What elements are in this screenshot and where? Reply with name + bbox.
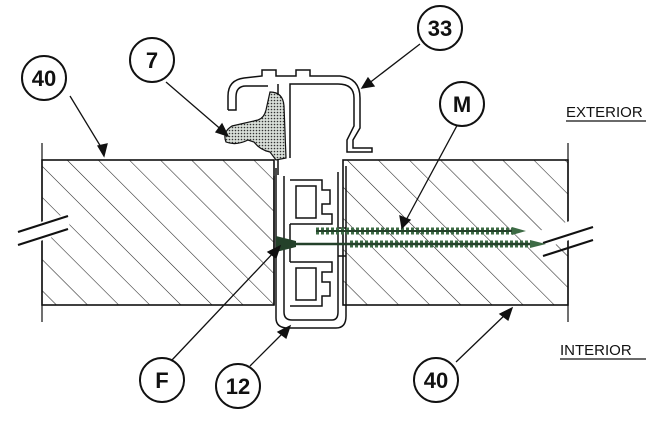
svg-text:40: 40 <box>424 368 448 393</box>
left-break-mark <box>12 213 72 249</box>
svg-text:12: 12 <box>226 374 250 399</box>
callout-f: F <box>139 357 185 403</box>
callout-m: M <box>439 81 485 127</box>
interior-label: INTERIOR <box>560 342 646 360</box>
exterior-label: EXTERIOR <box>566 104 646 122</box>
callout-40-right: 40 <box>413 357 459 403</box>
svg-text:INTERIOR: INTERIOR <box>560 342 632 359</box>
callout-12: 12 <box>215 363 261 409</box>
leader-lines <box>69 43 514 367</box>
svg-text:M: M <box>453 92 471 117</box>
svg-text:F: F <box>155 368 168 393</box>
callout-40-left: 40 <box>21 55 67 101</box>
right-break-mark <box>538 213 598 258</box>
callout-33: 33 <box>417 5 463 51</box>
screw-upper <box>316 227 526 235</box>
screw-lower <box>276 236 546 252</box>
svg-text:7: 7 <box>146 48 158 73</box>
gasket <box>224 91 287 161</box>
callout-7: 7 <box>129 37 175 83</box>
svg-text:EXTERIOR: EXTERIOR <box>566 104 643 121</box>
svg-text:40: 40 <box>32 66 56 91</box>
right-panel <box>342 143 598 322</box>
left-panel <box>12 143 275 322</box>
svg-text:33: 33 <box>428 16 452 41</box>
